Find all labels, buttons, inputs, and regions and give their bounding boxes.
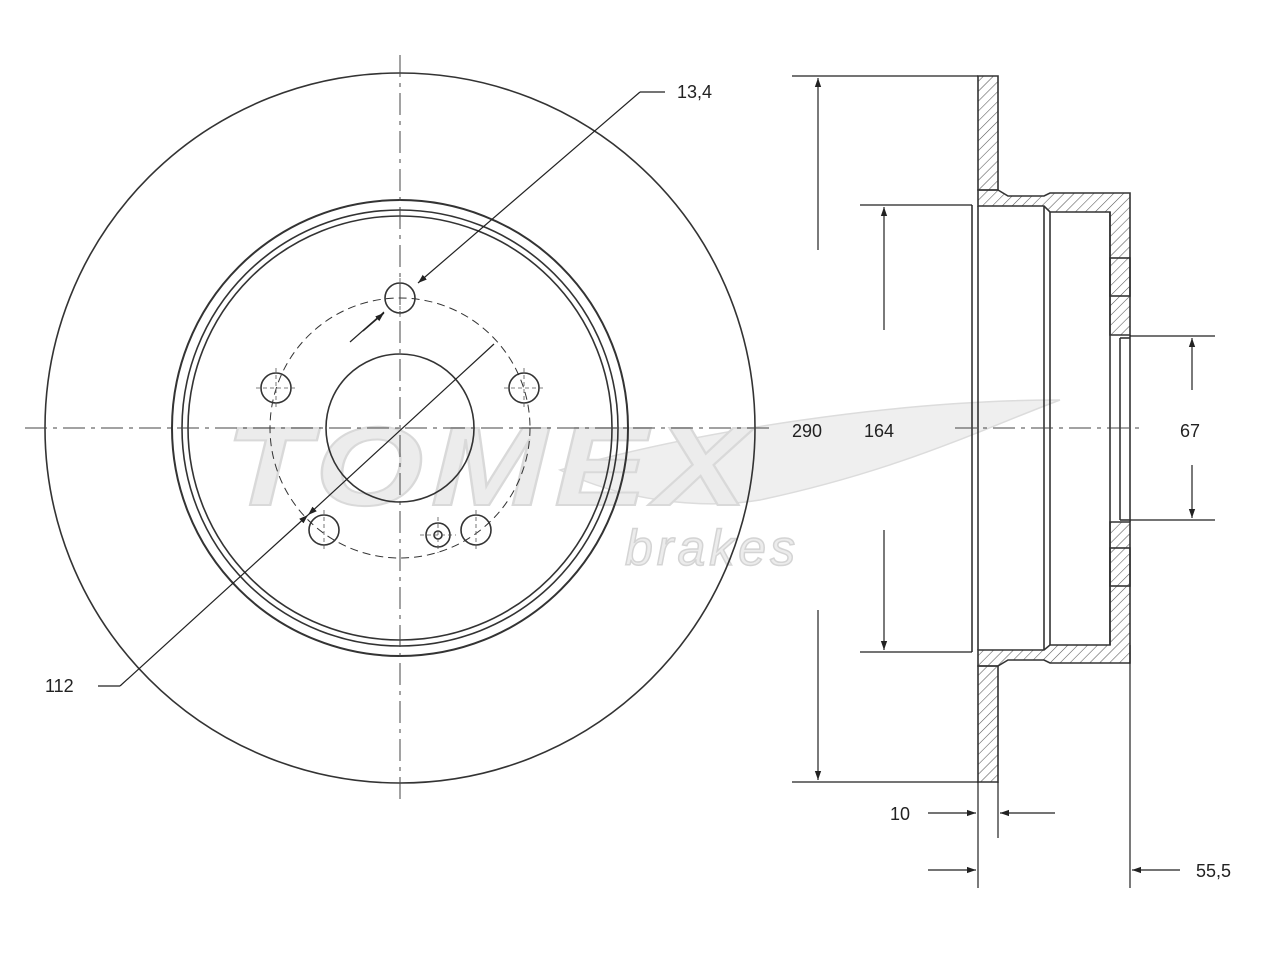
outer-diameter-label: 290 <box>792 421 822 441</box>
friction-ring-top-section <box>977 75 999 191</box>
thickness-label: 10 <box>890 804 910 824</box>
bolt-hole-diameter-label: 13,4 <box>677 82 712 102</box>
hat-diameter-label: 164 <box>864 421 894 441</box>
pcd-dimension <box>98 343 495 687</box>
watermark-tagline: brakes <box>625 520 799 576</box>
bolt-hole-dimension <box>349 91 665 343</box>
side-dimension-lines <box>792 75 1215 888</box>
watermark: TOMEX brakes <box>224 399 1061 577</box>
hat-wall-bottom-section <box>977 521 1131 667</box>
hat-wall-top-section <box>977 189 1131 336</box>
friction-ring-bottom-section <box>977 665 999 783</box>
height-label: 55,5 <box>1196 861 1231 881</box>
center-bore-label: 67 <box>1180 421 1200 441</box>
disc-side-section <box>955 75 1140 783</box>
watermark-brand: TOMEX <box>225 404 755 529</box>
front-centerlines <box>25 55 775 805</box>
pcd-label: 112 <box>45 676 74 696</box>
